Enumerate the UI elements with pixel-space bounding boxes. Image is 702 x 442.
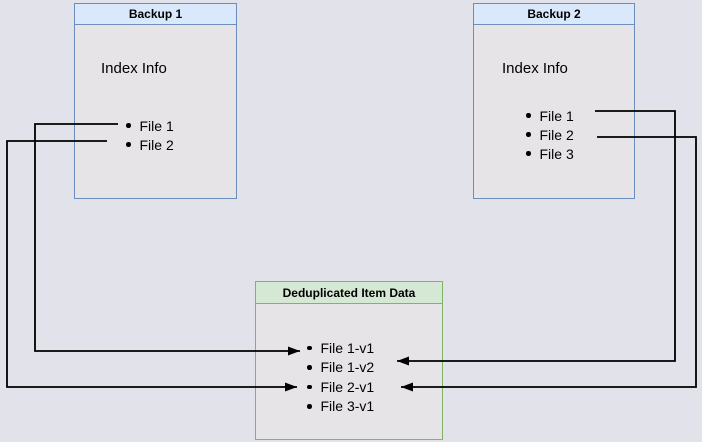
bullet-icon [526,132,531,137]
file-label: File 1-v2 [320,359,375,376]
file-list-item: File 1 [526,106,574,125]
file-label: File 2-v1 [320,378,375,395]
file-label: File 3-v1 [320,398,375,415]
file-list-item: File 3-v1 [307,397,374,417]
backup1-file-list: File 1 File 2 [126,116,174,154]
bullet-icon [126,142,131,147]
backup1-box: Backup 1 Index Info File 1 File 2 [74,3,237,199]
file-list-item: File 1-v2 [307,358,374,378]
backup1-subtitle: Index Info [101,60,167,77]
file-list-item: File 1 [126,116,174,135]
backup2-file-list: File 1 File 2 File 3 [526,106,574,163]
file-label: File 1 [139,117,174,134]
dedup-title: Deduplicated Item Data [256,282,442,304]
backup2-box: Backup 2 Index Info File 1 File 2 File 3 [473,3,635,199]
file-list-item: File 2 [526,125,574,144]
bullet-icon [526,151,531,156]
file-label: File 2 [539,126,574,143]
backup2-title: Backup 2 [474,4,634,25]
file-label: File 1-v1 [320,339,375,356]
bullet-icon [307,345,312,350]
backup2-subtitle: Index Info [502,60,568,77]
file-list-item: File 2 [126,135,174,154]
file-list-item: File 1-v1 [307,338,374,358]
file-label: File 3 [539,145,574,162]
bullet-icon [307,404,312,409]
file-list-item: File 2-v1 [307,377,374,397]
bullet-icon [126,123,131,128]
bullet-icon [307,365,312,370]
file-label: File 2 [139,136,174,153]
bullet-icon [307,384,312,389]
bullet-icon [526,113,531,118]
backup1-title: Backup 1 [75,4,236,25]
file-label: File 1 [539,107,574,124]
file-list-item: File 3 [526,144,574,163]
